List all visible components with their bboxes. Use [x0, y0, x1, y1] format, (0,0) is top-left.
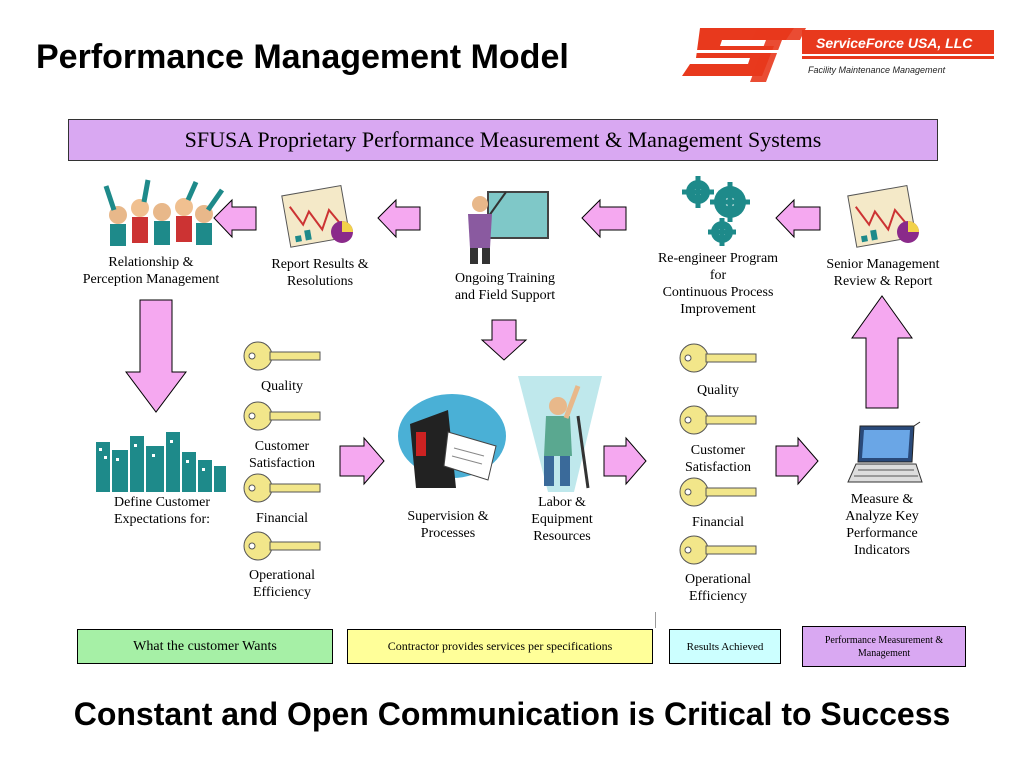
laptop-icon [847, 421, 923, 483]
key-icon [679, 535, 757, 565]
arrow-right-1 [339, 436, 385, 486]
keys-right [679, 343, 757, 565]
trainer-icon [468, 191, 549, 264]
city-skyline-icon [96, 432, 226, 492]
label-report-results: Report Results &Resolutions [271, 257, 369, 289]
key-icon [243, 401, 321, 431]
legend-contractor: Contractor provides services per specifi… [347, 629, 653, 664]
footer-tagline: Constant and Open Communication is Criti… [73, 696, 951, 732]
logo-tagline: Facility Maintenance Management [808, 65, 946, 75]
key-icon [243, 473, 321, 503]
key-icon [679, 405, 757, 435]
key-icon [243, 341, 321, 371]
key-label-financial-right: Financial [691, 515, 745, 530]
key-icon [679, 477, 757, 507]
arrow-up-long [851, 295, 913, 409]
chart-report-icon [281, 184, 353, 248]
worker-icon [518, 376, 602, 492]
key-label-financial-left: Financial [255, 511, 309, 526]
gears-icon [682, 176, 750, 246]
company-logo: ServiceForce USA, LLC Facility Maintenan… [682, 24, 1002, 90]
arrow-right-2 [603, 436, 647, 486]
arrow-down-short [480, 319, 528, 361]
arrow-left-2 [377, 198, 421, 239]
arrow-right-3 [775, 436, 819, 486]
banner: SFUSA Proprietary Performance Measuremen… [68, 119, 938, 161]
keys-left [243, 341, 321, 561]
binder-icon [398, 394, 506, 488]
key-label-quality-right: Quality [697, 383, 739, 398]
key-icon [679, 343, 757, 373]
key-label-quality-left: Quality [261, 379, 303, 394]
label-relationship: Relationship &Perception Management [82, 255, 220, 287]
legend-customer-wants: What the customer Wants [77, 629, 333, 664]
page-title: Performance Management Model [36, 38, 569, 76]
legend-results: Results Achieved [669, 629, 781, 664]
key-icon [243, 531, 321, 561]
arrow-down-long [125, 299, 187, 413]
crowd-icon [103, 179, 225, 246]
divider [655, 612, 656, 628]
logo-brand: ServiceForce USA, LLC [816, 35, 973, 51]
arrow-left-4 [775, 198, 821, 239]
legend-performance: Performance Measurement & Management [802, 626, 966, 667]
label-supervision: Supervision &Processes [407, 509, 489, 541]
chart-report-icon-2 [847, 184, 919, 248]
arrow-left-3 [581, 198, 627, 239]
arrow-left-1 [213, 198, 257, 239]
sf-mark-icon: ServiceForce USA, LLC Facility Maintenan… [682, 28, 994, 82]
